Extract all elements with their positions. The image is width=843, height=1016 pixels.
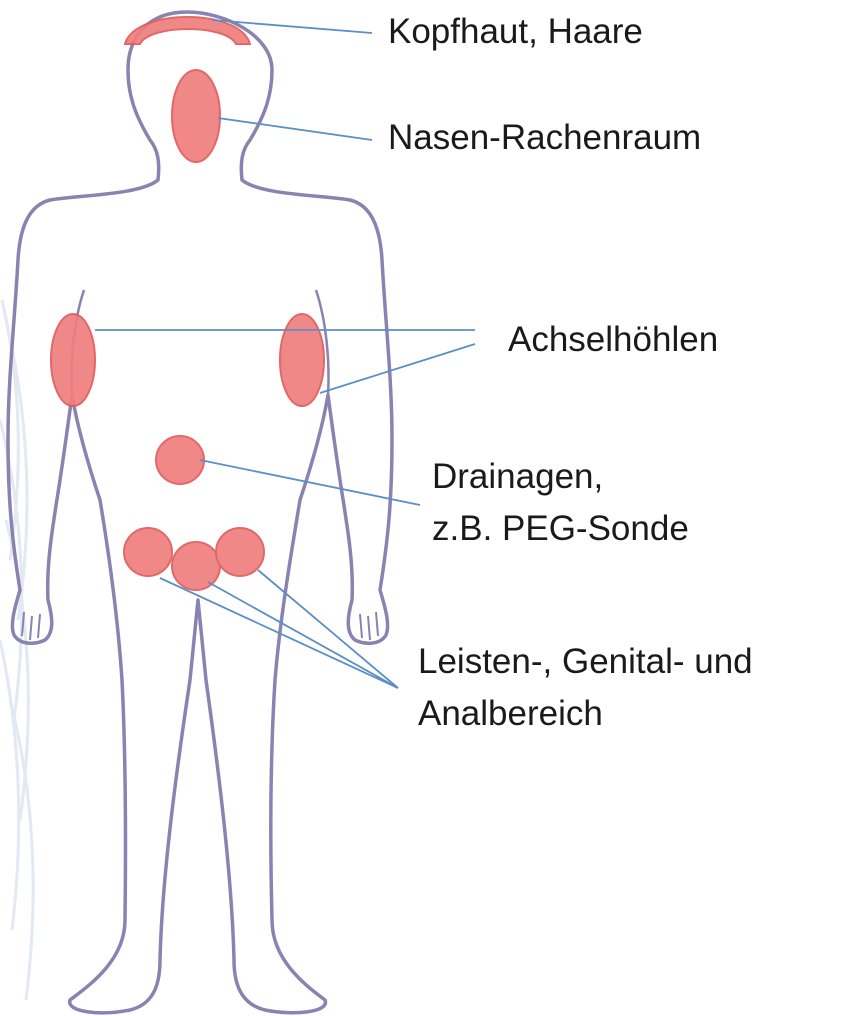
label-drainage: Drainagen, z.B. PEG-Sonde [432, 451, 689, 555]
drainage-zone-marker [156, 436, 204, 484]
background-stripes [0, 300, 33, 1000]
genital-zone-marker [172, 542, 220, 590]
groin-left-zone-marker [124, 528, 172, 576]
right-hand-fingers [360, 612, 378, 640]
leader-nasopharynx [218, 118, 372, 140]
label-groin: Leisten-, Genital- und Analbereich [418, 636, 753, 740]
label-drainage-line2: z.B. PEG-Sonde [432, 503, 689, 555]
label-axillae: Achselhöhlen [508, 314, 718, 366]
label-nasopharynx: Nasen-Rachenraum [388, 112, 701, 164]
leader-axilla-right [320, 344, 475, 393]
label-axillae-text: Achselhöhlen [508, 314, 718, 366]
colonization-zones [51, 17, 324, 590]
nasopharynx-zone-marker [172, 70, 220, 162]
axilla-left-zone-marker [51, 314, 95, 406]
label-nasopharynx-text: Nasen-Rachenraum [388, 112, 701, 164]
label-scalp: Kopfhaut, Haare [388, 6, 643, 58]
label-groin-line1: Leisten-, Genital- und [418, 636, 753, 688]
groin-right-zone-marker [216, 528, 264, 576]
label-drainage-line1: Drainagen, [432, 451, 689, 503]
label-scalp-text: Kopfhaut, Haare [388, 6, 643, 58]
axilla-right-zone-marker [280, 314, 324, 406]
label-groin-line2: Analbereich [418, 688, 753, 740]
